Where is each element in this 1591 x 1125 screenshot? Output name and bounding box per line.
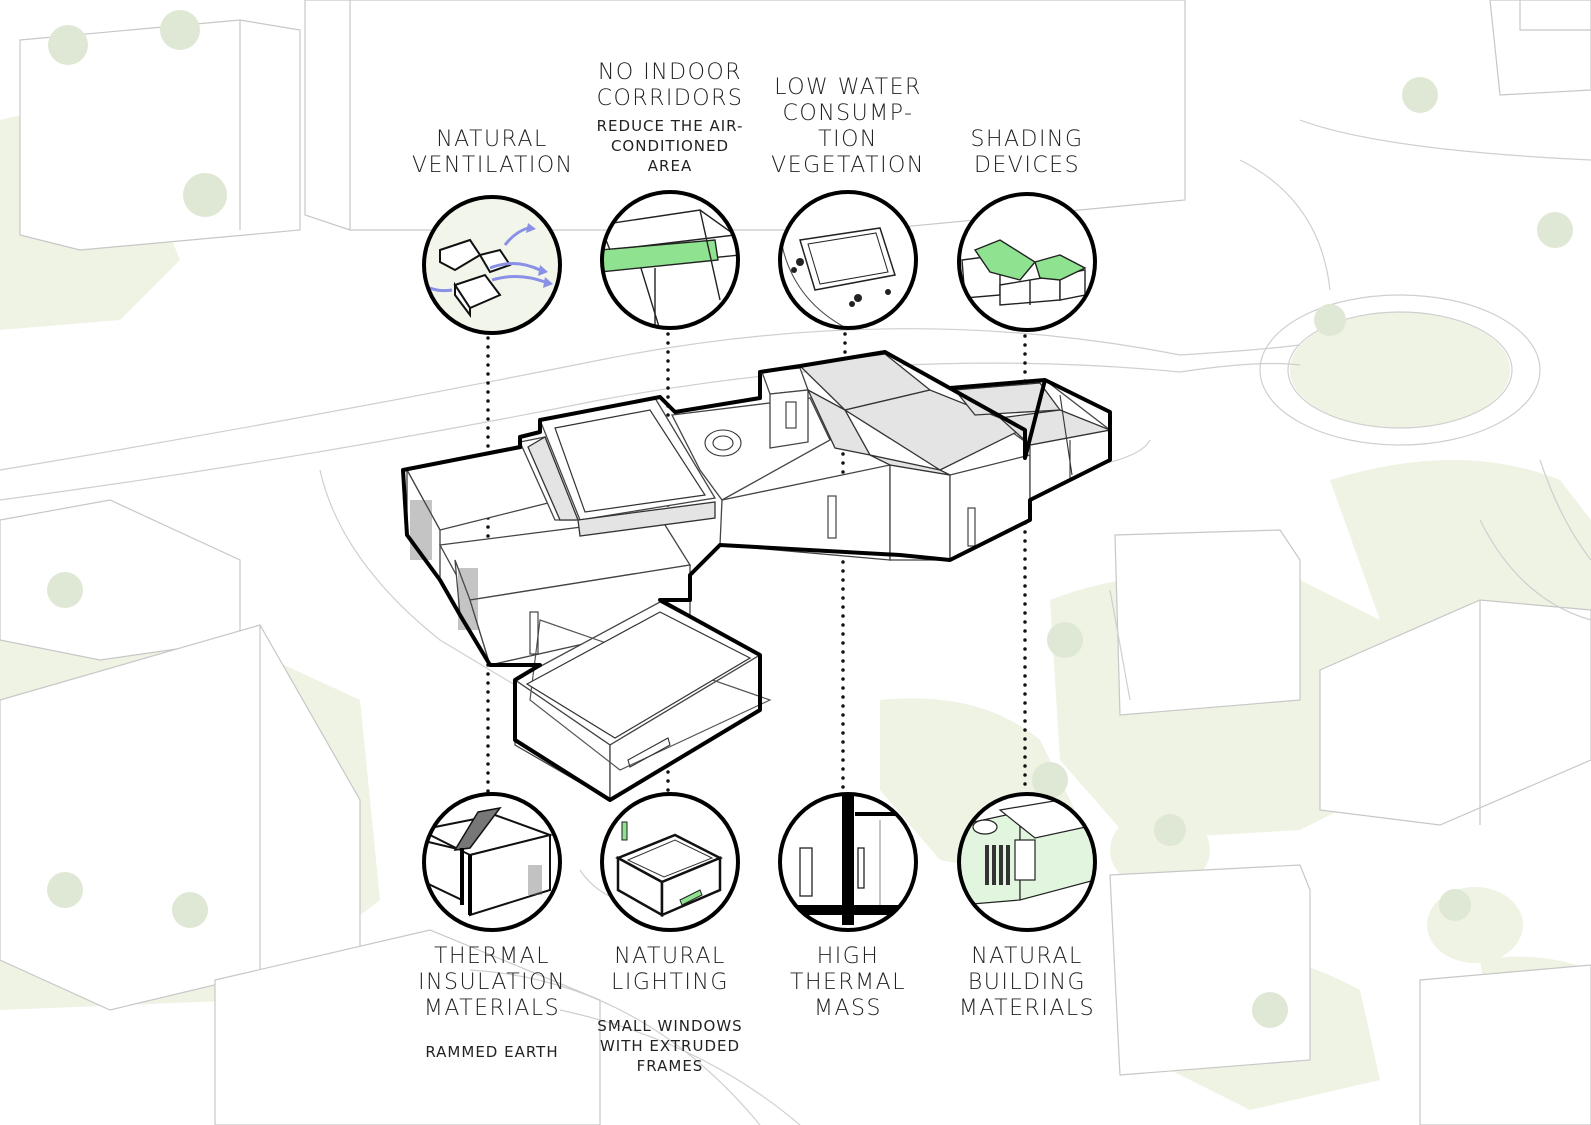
title-line: LOW WATER	[774, 75, 922, 100]
natural-ventilation-vignette	[422, 195, 562, 335]
thermal-insulation-vignette	[422, 792, 562, 932]
title-line: TION	[818, 127, 878, 152]
title-line: VENTILATION	[412, 153, 574, 178]
label-low-water-vegetation: LOW WATER CONSUMP- TION VEGETATION	[768, 75, 928, 179]
subtitle-line: REDUCE THE AIR-	[596, 117, 744, 135]
high-thermal-mass-vignette	[778, 792, 918, 932]
label-shading-devices: SHADING DEVICES	[947, 127, 1107, 179]
low-water-vegetation-vignette	[778, 190, 918, 330]
subtitle-line: FRAMES	[636, 1057, 704, 1075]
title-line: DEVICES	[973, 153, 1081, 178]
title-line: NATURAL	[971, 944, 1083, 969]
main-building	[401, 350, 1113, 802]
subtitle-line: SMALL WINDOWS	[597, 1017, 743, 1035]
label-no-indoor-corridors: NO INDOOR CORRIDORS REDUCE THE AIR- COND…	[590, 60, 750, 176]
label-high-thermal-mass: HIGH THERMAL MASS	[768, 944, 928, 1022]
title-line: LIGHTING	[611, 970, 729, 995]
title-line: NATURAL	[614, 944, 726, 969]
title-line: NATURAL	[436, 127, 548, 152]
trees	[47, 10, 1573, 1028]
title-line: HIGH	[816, 944, 880, 969]
title-line: THERMAL	[790, 970, 906, 995]
title-line: NO INDOOR	[597, 60, 743, 85]
subtitle-line: WITH EXTRUDED	[599, 1037, 741, 1055]
title-line: CONSUMP-	[782, 101, 914, 126]
label-thermal-insulation: THERMAL INSULATION MATERIALS RAMMED EART…	[412, 944, 572, 1062]
no-indoor-corridors-vignette	[600, 190, 740, 330]
title-line: CORRIDORS	[596, 86, 744, 111]
label-natural-ventilation: NATURAL VENTILATION	[412, 127, 572, 179]
title-line: THERMAL	[434, 944, 550, 969]
title-line: MATERIALS	[958, 996, 1096, 1021]
label-natural-building-materials: NATURAL BUILDING MATERIALS	[947, 944, 1107, 1022]
title-line: VEGETATION	[771, 153, 925, 178]
title-line: MASS	[814, 996, 882, 1021]
title-line: MATERIALS	[423, 996, 561, 1021]
natural-lighting-vignette	[600, 792, 740, 932]
shading-devices-vignette	[957, 192, 1097, 332]
title-line: BUILDING	[967, 970, 1087, 995]
title-line: INSULATION	[418, 970, 566, 995]
subtitle-line: RAMMED EARTH	[425, 1043, 559, 1061]
subtitle-line: AREA	[647, 157, 693, 175]
title-line: SHADING	[970, 127, 1084, 152]
building-outline	[401, 350, 1112, 802]
roads	[0, 119, 1591, 1125]
subtitle-line: CONDITIONED	[610, 137, 730, 155]
label-natural-lighting: NATURAL LIGHTING SMALL WINDOWS WITH EXTR…	[590, 944, 750, 1076]
natural-building-materials-vignette	[957, 792, 1097, 932]
